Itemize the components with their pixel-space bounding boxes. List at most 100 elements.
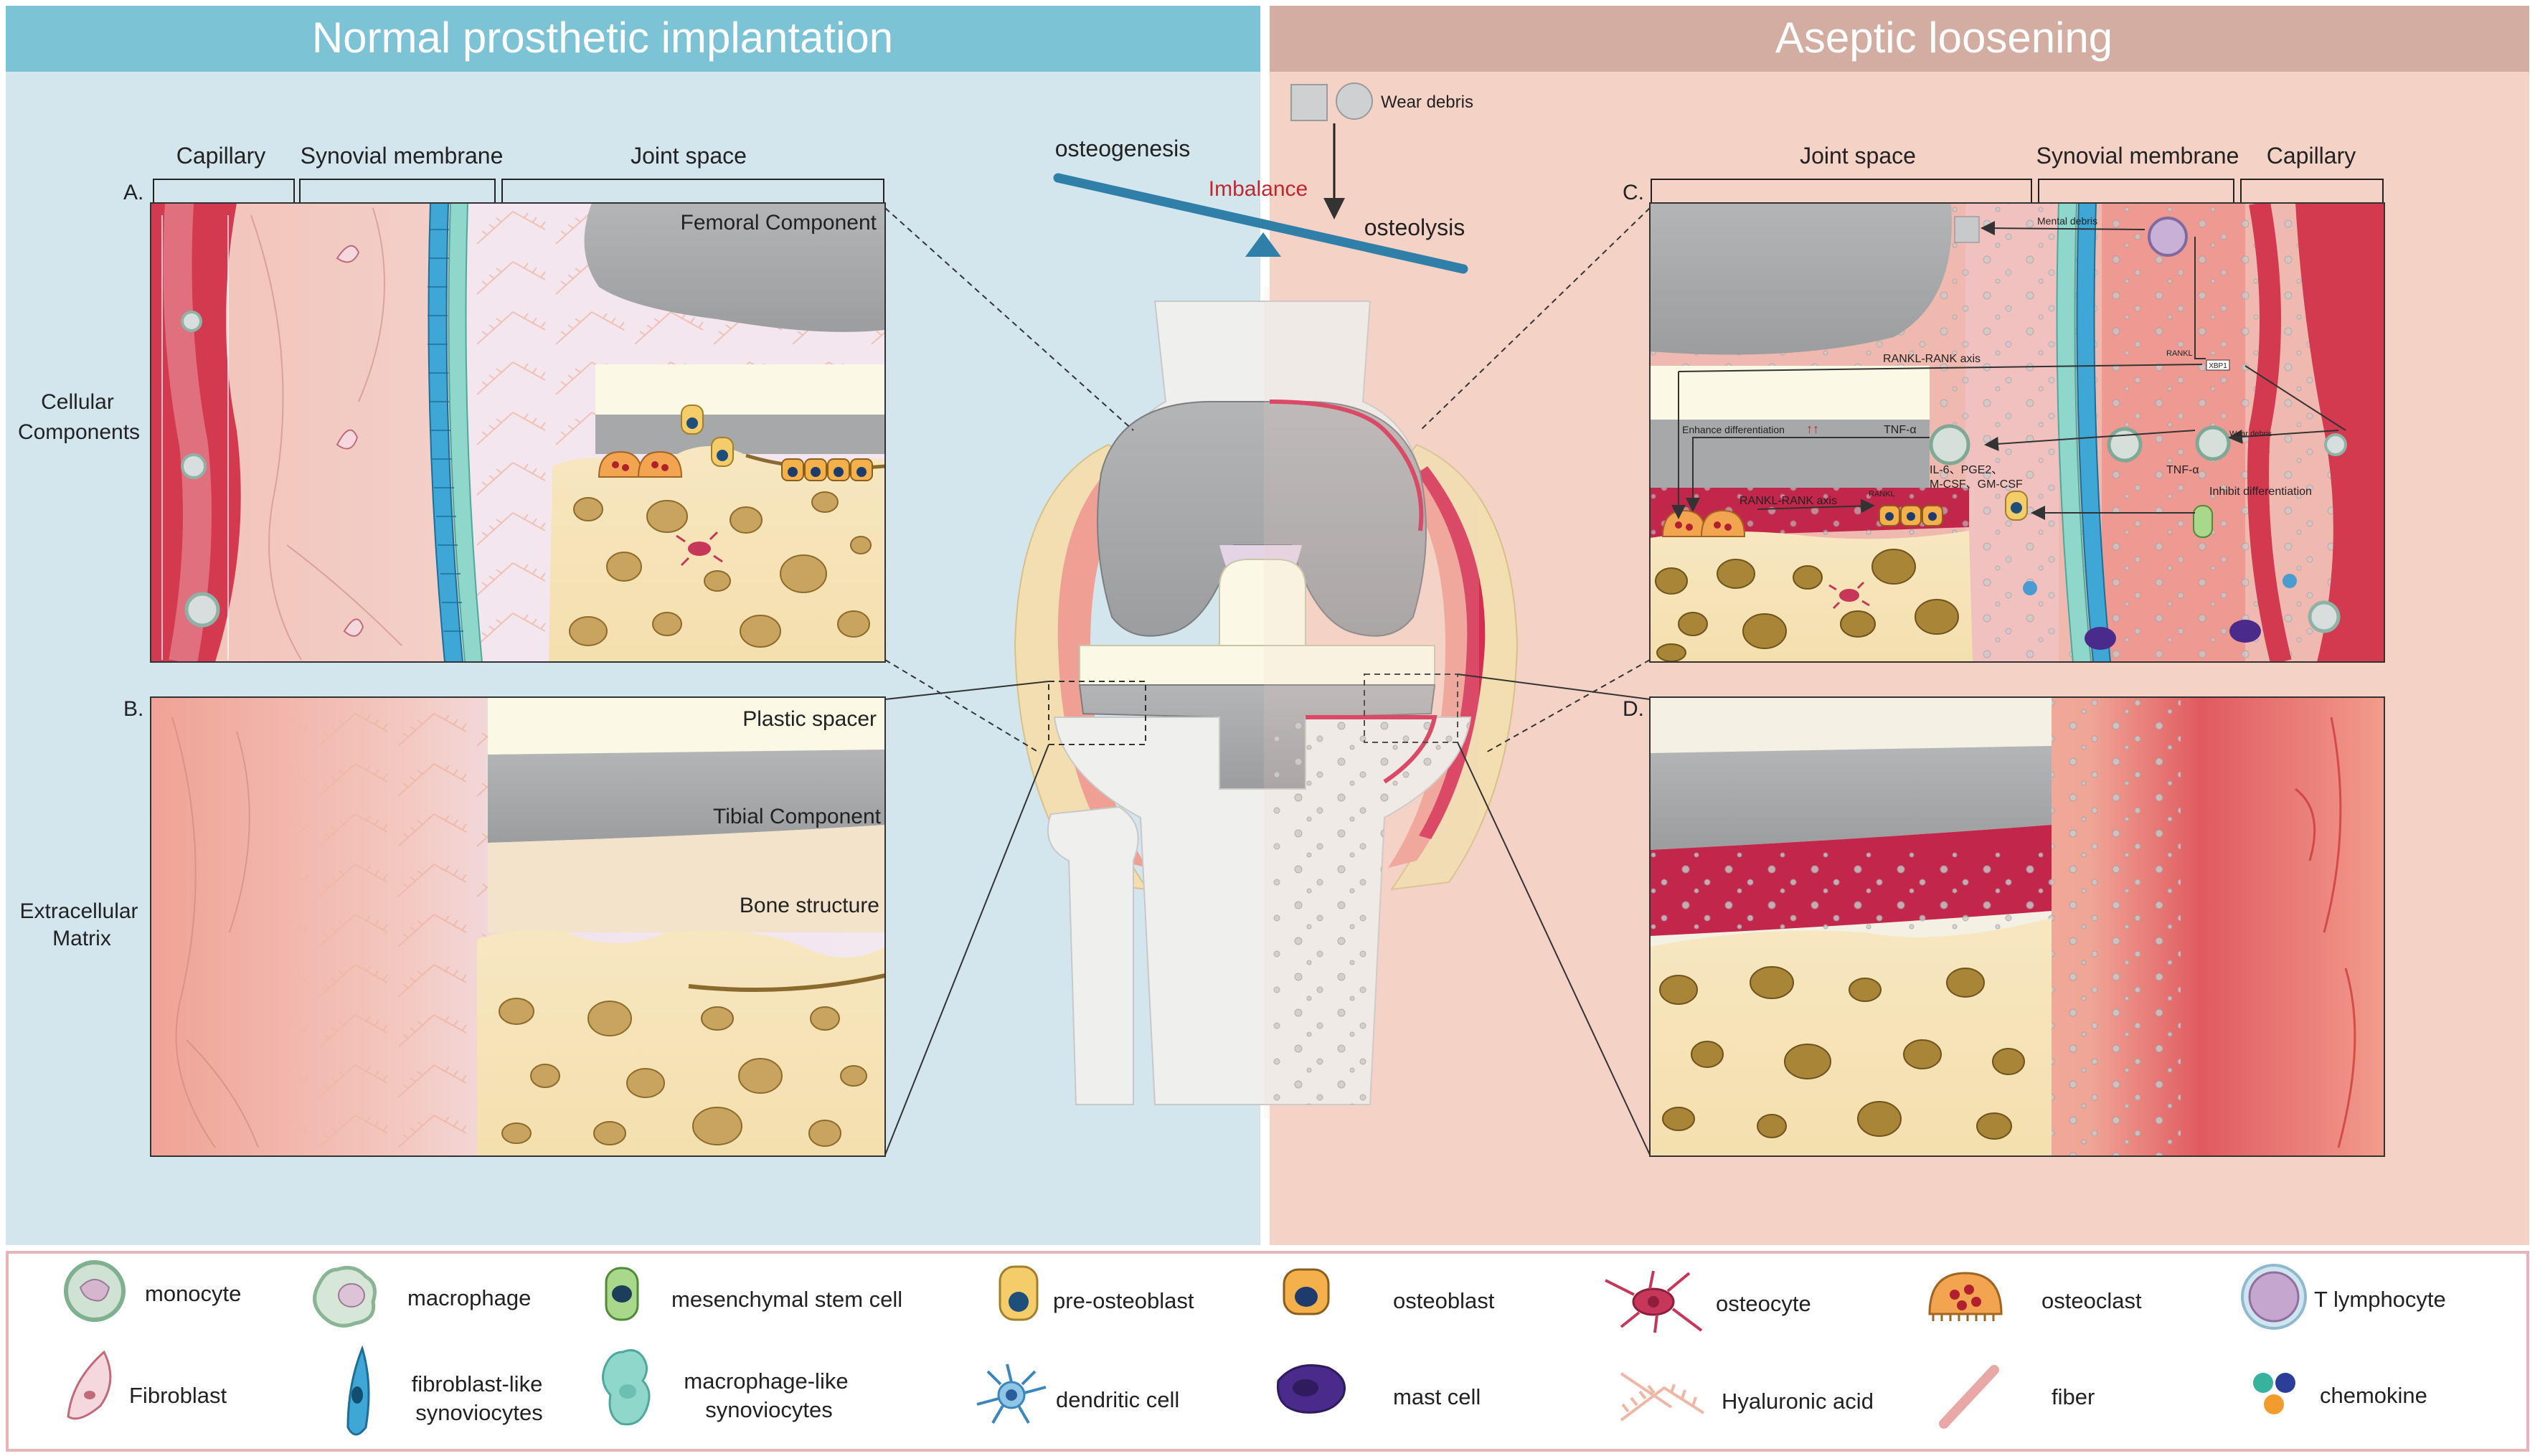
- label-inhibit-differentiation: Inhibit differentiation: [2209, 486, 2312, 498]
- panel-b: [151, 697, 885, 1156]
- osteocyte-in-bone: [676, 531, 723, 567]
- label-il6-pge2: IL-6、PGE2、: [1930, 464, 2003, 476]
- legend-label-mesenchymal-stem-cell: mesenchymal stem cell: [671, 1287, 902, 1312]
- bone-marrow-layer-b: [488, 825, 885, 932]
- row-label-cellular-2: Components: [18, 420, 140, 444]
- panel-letter-c: C.: [1623, 181, 1644, 204]
- legend-label-macrophage: macrophage: [407, 1285, 531, 1310]
- legend-label-t-lymphocyte: T lymphocyte: [2314, 1287, 2446, 1312]
- legend-label-osteoblast: osteoblast: [1393, 1288, 1495, 1313]
- t-lymphocyte-icon: [2241, 1264, 2307, 1330]
- synovial-lining: [428, 203, 483, 662]
- panel-a: [151, 203, 885, 662]
- label-tibial-component: Tibial Component: [713, 805, 882, 828]
- osteoclast-icon: [1928, 1272, 2003, 1321]
- label-mcsf-gmcsf: M-CSF、GM-CSF: [1930, 478, 2023, 491]
- monocyte-in-vessel: [181, 311, 202, 332]
- label-tnf-alpha-2: TNF-α: [2166, 464, 2199, 476]
- label-rankl-rank-axis: RANKL-RANK axis: [1883, 353, 1981, 365]
- tibial-component-shape-c: [1650, 420, 1930, 488]
- plastic-spacer-shape-a: [595, 364, 885, 415]
- panel-letter-d: D.: [1623, 697, 1644, 721]
- wear-debris-square-icon: [1290, 84, 1328, 121]
- tibial-component-shape-a: [595, 415, 885, 454]
- fibroblast: [336, 429, 359, 450]
- fibroblast-icon: [67, 1350, 112, 1420]
- up-arrows: ↑↑: [1806, 422, 1819, 436]
- balance-fulcrum: [1245, 232, 1281, 257]
- label-wear-debris: Wear debris: [1381, 93, 1473, 112]
- left-header-capillary: Capillary: [176, 143, 265, 169]
- macrophage-c: [2107, 427, 2143, 463]
- right-title: Aseptic loosening: [1775, 14, 2112, 62]
- legend-box: [6, 1251, 2529, 1452]
- label-imbalance: Imbalance: [1209, 177, 1308, 201]
- capillary-vessel: [151, 203, 241, 662]
- bone-structure-a: [549, 446, 885, 662]
- panel-letter-a: A.: [123, 181, 143, 204]
- label-enhance-differentiation: Enhance differentiation: [1682, 424, 1785, 435]
- monocyte-in-vessel: [2308, 600, 2341, 633]
- dendritic-cell-icon: [976, 1363, 1047, 1424]
- legend-label-mls-2: synoviocytes: [705, 1397, 832, 1422]
- legend-label-fls-1: fibroblast-like: [412, 1371, 543, 1396]
- osteoblasts-c: [1879, 505, 1943, 526]
- osteocyte-in-bone-c: [1828, 581, 1870, 610]
- pre-osteoblasts-a: [681, 405, 734, 467]
- legend-label-chemokine: chemokine: [2320, 1383, 2427, 1408]
- left-headers: [153, 179, 884, 202]
- right-header-synovial: Synovial membrane: [2036, 143, 2239, 169]
- mast-cell-icon: [1276, 1364, 1346, 1414]
- legend-label-fls-2: synoviocytes: [415, 1400, 542, 1425]
- bone-pores-c: [1655, 549, 1959, 662]
- label-osteolysis: osteolysis: [1364, 214, 1465, 240]
- tibial-component-shape-b: [488, 750, 885, 843]
- panel-c: [1650, 203, 2384, 662]
- monocyte-in-vessel: [2324, 433, 2347, 456]
- panel-d-frame: [1649, 696, 2385, 1157]
- t-lymphocyte-c: [2148, 217, 2188, 257]
- legend-label-mast-cell: mast cell: [1393, 1384, 1481, 1409]
- legend-label-pre-osteoblast: pre-osteoblast: [1053, 1288, 1194, 1313]
- label-rankl: RANKL: [2166, 349, 2193, 358]
- fibroblast: [336, 245, 360, 263]
- label-osteogenesis: osteogenesis: [1055, 136, 1191, 161]
- xbp1-box: [2206, 359, 2230, 371]
- osteoclasts-a: [598, 450, 683, 478]
- balance-beam: [1053, 173, 1468, 274]
- tibial-component-shape-d: [1650, 746, 2052, 850]
- mesenchymal-stem-cell-c: [2193, 505, 2213, 538]
- right-headers: [1651, 179, 2384, 202]
- osteocyte-icon: [1605, 1270, 1703, 1333]
- metal-debris-particle: [1954, 216, 1980, 243]
- legend-label-monocyte: monocyte: [145, 1281, 241, 1306]
- macrophage-icon: [313, 1266, 377, 1328]
- left-title: Normal prosthetic implantation: [312, 14, 893, 62]
- left-header-synovial: Synovial membrane: [301, 143, 504, 169]
- dendritic-cell-c: [2283, 574, 2297, 588]
- fibroblast: [343, 618, 364, 637]
- bone-pores: [569, 491, 872, 648]
- panel-c-arrows: [1671, 221, 2346, 520]
- label-mental-debris: Mental debris: [2037, 215, 2097, 227]
- pre-osteoblast-icon: [999, 1265, 1039, 1321]
- left-header-joint-space: Joint space: [631, 143, 747, 169]
- label-bone-structure: Bone structure: [740, 894, 879, 917]
- monocyte-in-vessel: [184, 592, 220, 628]
- label-rankl-rank-axis-2: RANKL-RANK axis: [1739, 495, 1837, 507]
- dendritic-cell-c: [2023, 581, 2037, 595]
- monocyte-in-vessel: [181, 453, 207, 479]
- legend-label-fiber: fiber: [2052, 1384, 2095, 1409]
- balance-scale: [1053, 173, 1468, 274]
- capillary-vessel-c: [2295, 203, 2384, 662]
- row-label-cellular-1: Cellular: [41, 390, 114, 414]
- wear-debris-circle-icon: [1336, 82, 1373, 120]
- monocyte-icon: [64, 1260, 126, 1322]
- right-header-joint-space: Joint space: [1800, 143, 1916, 169]
- synovial-lining-c: [2056, 203, 2112, 662]
- pre-osteoblast-c: [2005, 491, 2028, 521]
- label-plastic-spacer: Plastic spacer: [742, 707, 877, 731]
- label-rankl-2: RANKL: [1869, 490, 1895, 498]
- legend-label-dendritic-cell: dendritic cell: [1056, 1387, 1179, 1412]
